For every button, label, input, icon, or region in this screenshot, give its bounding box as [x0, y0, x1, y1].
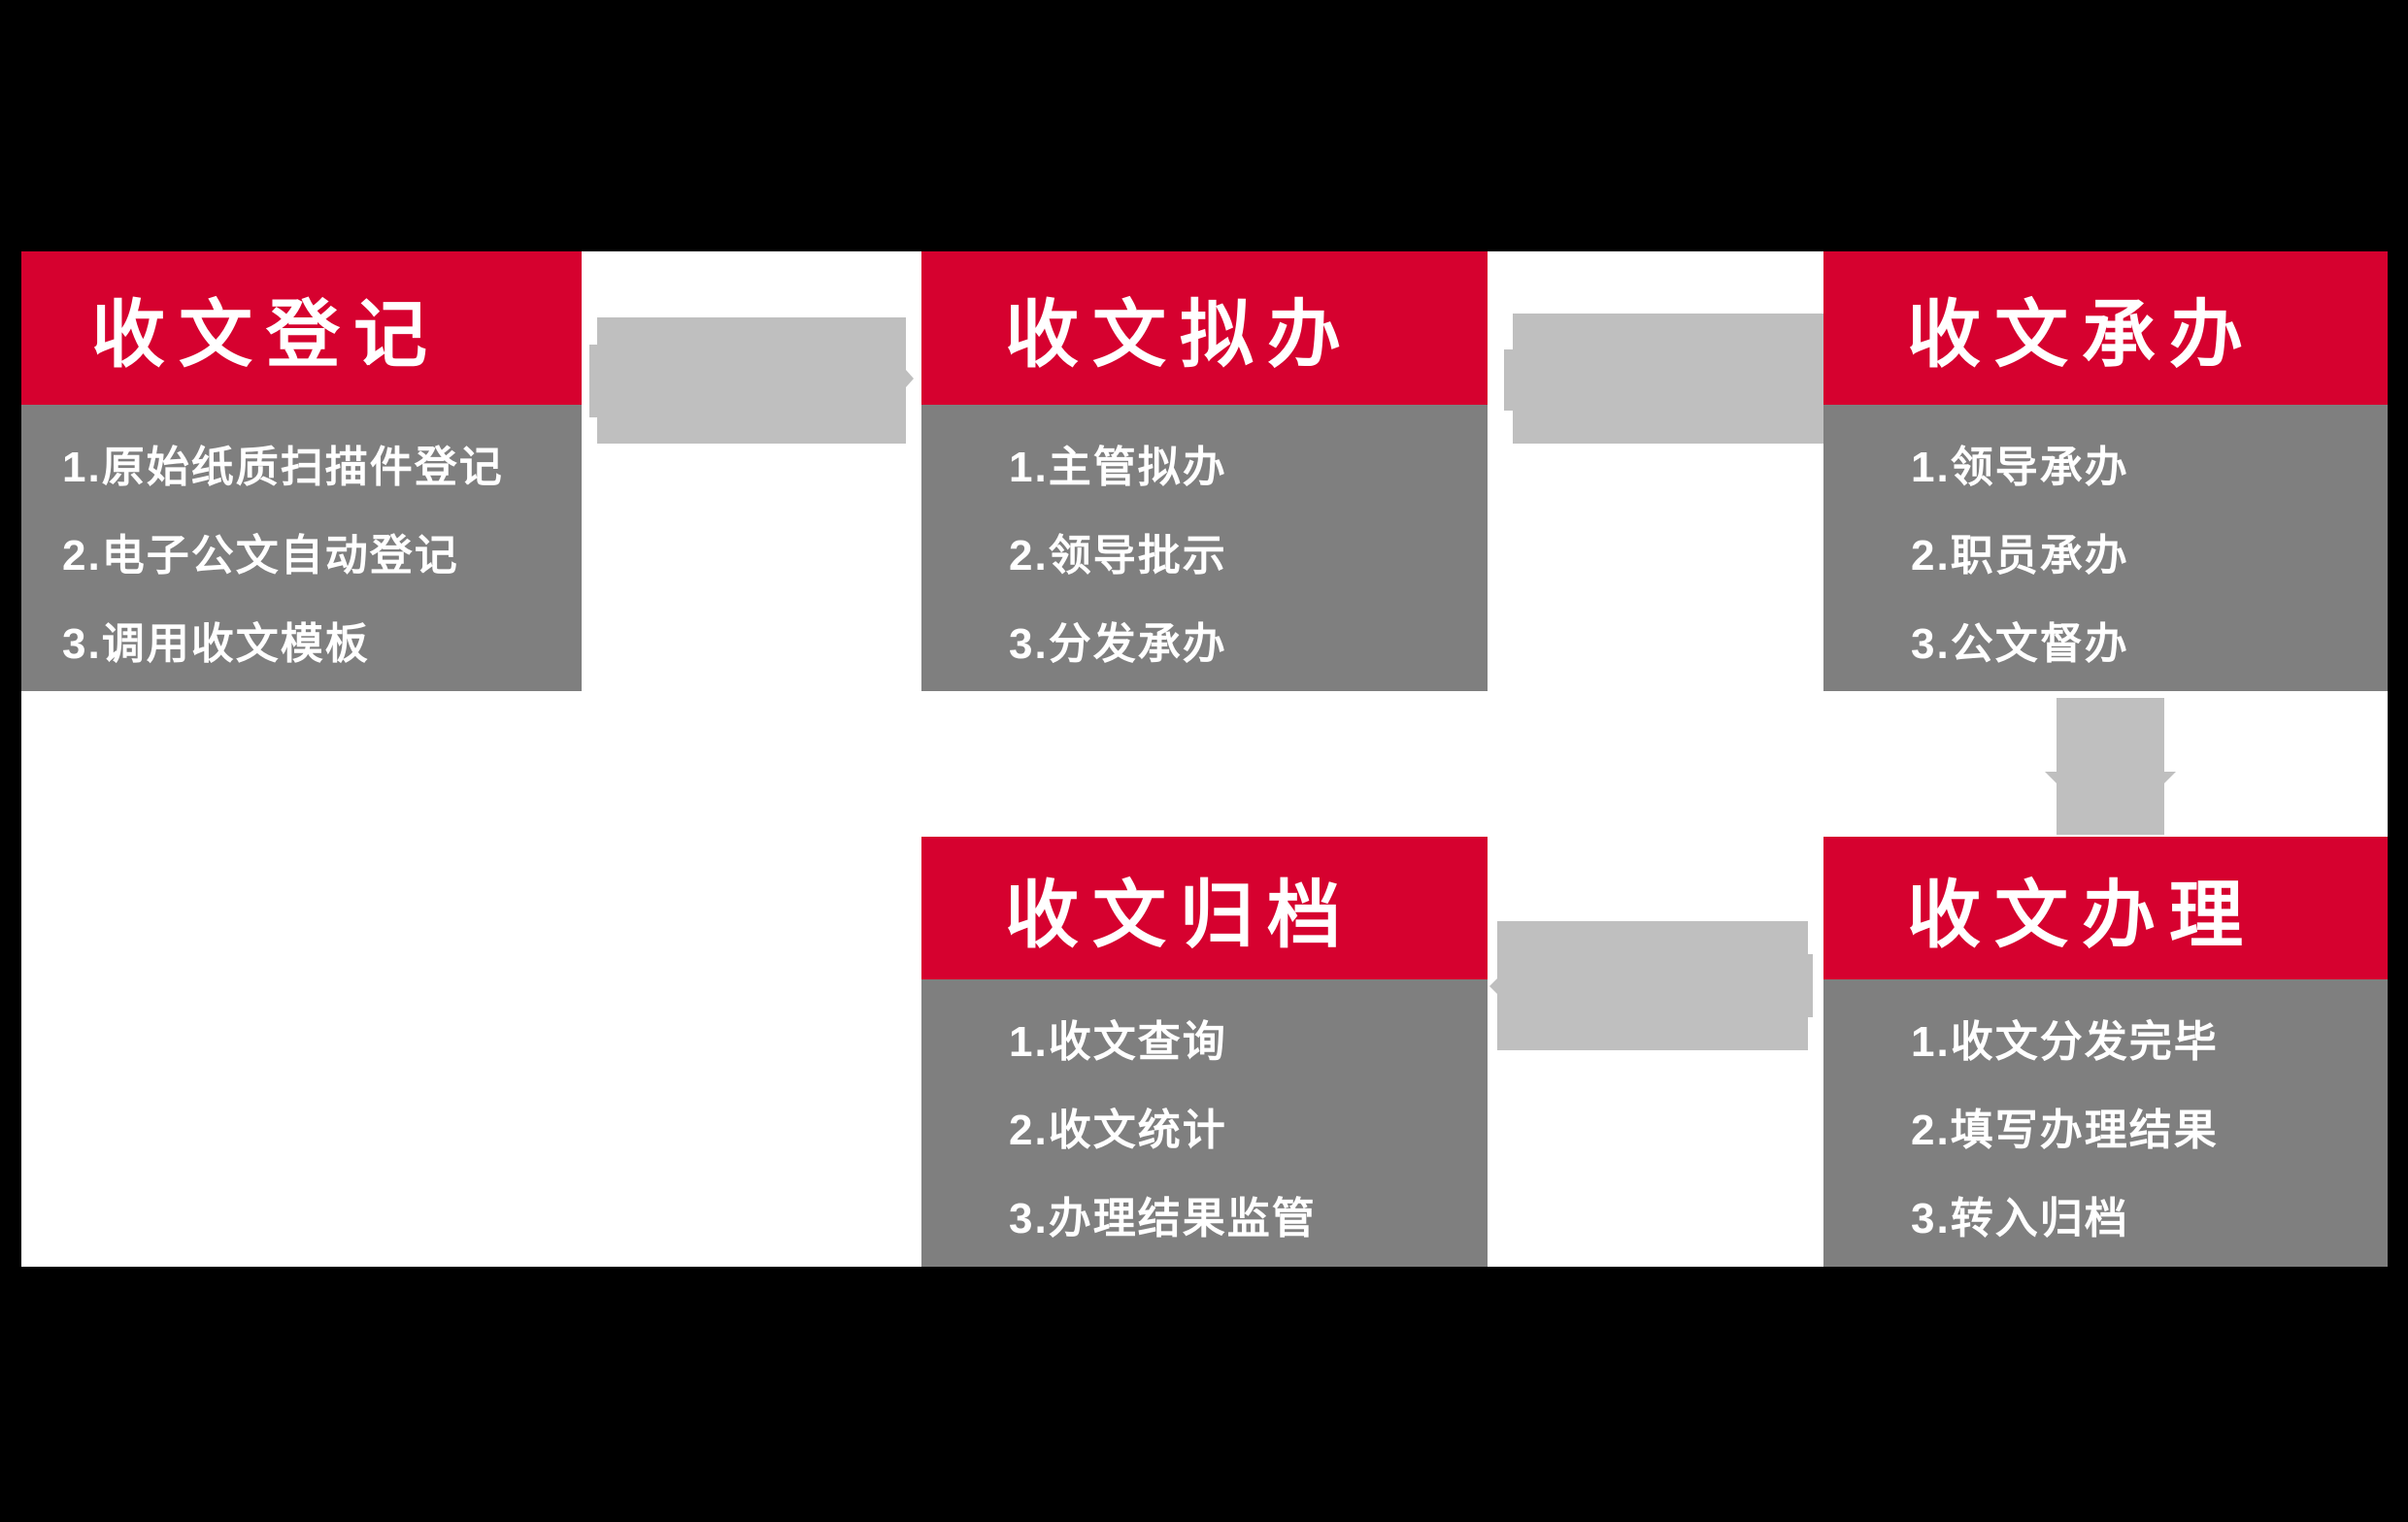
process-step: 2.电子公文自动登记	[62, 531, 459, 579]
process-step: 3.办理结果监管	[1009, 1194, 1317, 1242]
box-title: 收文承办	[1907, 294, 2257, 377]
process-box-archiving: 收文归档 1.收文查询 2.收文统计 3.办理结果监管	[921, 837, 1488, 1267]
process-step: 1.主管拟办	[1009, 443, 1227, 491]
process-step: 2.领导批示	[1009, 531, 1227, 579]
process-step: 3.转入归档	[1911, 1194, 2129, 1242]
box-header: 收文办理	[1823, 837, 2388, 979]
box-body: 1.领导承办 2.职员承办 3.公文督办	[1823, 405, 2388, 691]
box-title: 收文办理	[1907, 874, 2257, 957]
right-arrow-icon	[589, 317, 914, 444]
box-body: 1.收文查询 2.收文统计 3.办理结果监管	[921, 979, 1488, 1267]
box-title: 收文归档	[1005, 874, 1354, 957]
box-header: 收文拟办	[921, 251, 1488, 405]
process-box-registration: 收文登记 1.原始纸质扫描件登记 2.电子公文自动登记 3.调用收文模板	[21, 251, 582, 691]
box-body: 1.原始纸质扫描件登记 2.电子公文自动登记 3.调用收文模板	[21, 405, 582, 691]
process-step: 1.原始纸质扫描件登记	[62, 443, 504, 491]
process-step: 2.职员承办	[1911, 531, 2129, 579]
left-arrow-icon	[1489, 921, 1813, 1050]
process-step: 3.调用收文模板	[62, 619, 370, 668]
down-arrow-icon	[2045, 698, 2176, 835]
box-header: 收文承办	[1823, 251, 2388, 405]
process-step: 3.分发承办	[1009, 619, 1227, 668]
box-header: 收文归档	[921, 837, 1488, 979]
box-title: 收文拟办	[1005, 294, 1354, 377]
process-step: 1.收文查询	[1009, 1017, 1227, 1066]
box-body: 1.收文分发完毕 2.填写办理结果 3.转入归档	[1823, 979, 2388, 1267]
right-arrow-icon	[1504, 314, 1823, 444]
process-step: 1.领导承办	[1911, 443, 2129, 491]
box-header: 收文登记	[21, 251, 582, 405]
process-step: 2.填写办理结果	[1911, 1106, 2219, 1154]
process-box-handling: 收文办理 1.收文分发完毕 2.填写办理结果 3.转入归档	[1823, 837, 2388, 1267]
process-box-proposal: 收文拟办 1.主管拟办 2.领导批示 3.分发承办	[921, 251, 1488, 691]
box-title: 收文登记	[91, 294, 441, 377]
box-body: 1.主管拟办 2.领导批示 3.分发承办	[921, 405, 1488, 691]
process-step: 2.收文统计	[1009, 1106, 1227, 1154]
process-step: 1.收文分发完毕	[1911, 1017, 2219, 1066]
process-box-undertaking: 收文承办 1.领导承办 2.职员承办 3.公文督办	[1823, 251, 2388, 691]
process-step: 3.公文督办	[1911, 619, 2129, 668]
